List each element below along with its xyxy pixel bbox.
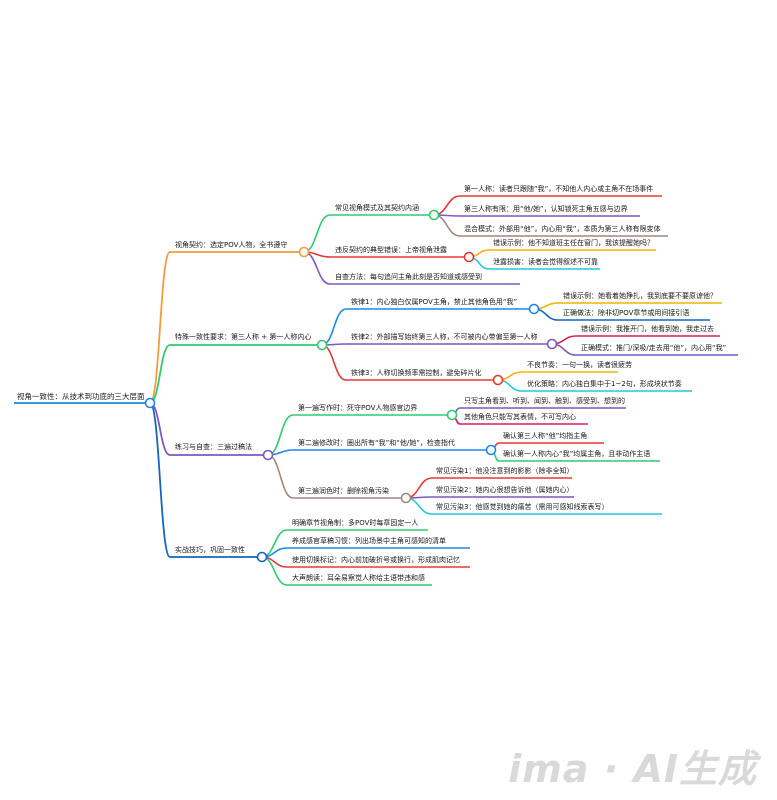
branch-pov-contract[interactable]: 视角契约：选定POV人物，全书遵守	[175, 241, 288, 249]
leaf-rule1-right[interactable]: 正确做法：除非切POV章节或用间接引语	[563, 309, 690, 317]
edge-b2-t2	[267, 454, 294, 499]
leaf-rule3-better[interactable]: 优化策略：内心独白集中于1~2句，形成块状节奏	[527, 380, 682, 388]
edge-root-b3	[149, 402, 171, 558]
topic-rule-3[interactable]: 铁律3：人称切换频率需控制，避免碎片化	[351, 369, 482, 377]
leaf-third-limited[interactable]: 第三人称有限：用“他/她”，认知锁死主角五感与边界	[464, 205, 628, 213]
topic-pass-3[interactable]: 第三遍润色时：删除视角污染	[298, 487, 389, 495]
topic-b1-t2-dot[interactable]	[492, 374, 504, 386]
topic-read-aloud[interactable]: 大声朗读：耳朵易察觉人称给主语带违和感	[292, 574, 425, 582]
branch-special-consistency[interactable]: 特殊一致性要求：第三人称 + 第一人称内心	[175, 333, 312, 341]
branch0-dot[interactable]	[298, 246, 310, 258]
leaf-pass2-he[interactable]: 确认第三人称“他”均指主角	[503, 432, 588, 440]
edge-root-b0	[149, 251, 171, 404]
topic-sensory-draft[interactable]: 养成感官草稿习惯：列出场景中主角可感知的清单	[292, 537, 446, 545]
leaf-pollution-1[interactable]: 常见污染1：他没注意到的影影（除非全知）	[436, 467, 574, 475]
leaf-pollution-3[interactable]: 常见污染3：他感觉到她的痛苦（需用可感知线索表写）	[436, 503, 609, 511]
topic-chapter-pov[interactable]: 明确章节视角制：多POV时每章固定一人	[292, 519, 419, 527]
root-dot[interactable]	[144, 397, 156, 409]
leaf-pass2-i[interactable]: 确认第一人称内心“我”均属主角，且非动作主语	[503, 450, 651, 458]
leaf-mixed-mode[interactable]: 混合模式：外部用“他”，内心用“我”，本质为第三人称有限变体	[464, 225, 661, 233]
leaf-pollution-2[interactable]: 常见污染2：她内心很想告诉他（属她内心）	[436, 486, 574, 494]
topic-b0-t0-dot[interactable]	[428, 209, 440, 221]
edge-b1-t2	[321, 344, 347, 381]
leaf-leak-example[interactable]: 错误示例：他不知道班主任在窗门，我该提醒她吗？	[493, 239, 654, 247]
topic-rule-2[interactable]: 铁律2：外部描写始终第三人称，不可被内心带偏至第一人称	[351, 333, 538, 341]
leaf-first-person[interactable]: 第一人称：读者只跟随“我”，不知他人内心或主角不在场事件	[464, 185, 654, 193]
edge-b1-t0	[321, 308, 347, 346]
topic-pass-2[interactable]: 第二遍修改时：圈出所有“我”和“他/她”，检查指代	[298, 439, 455, 447]
branch2-dot[interactable]	[262, 449, 274, 461]
topic-b0-t1-dot[interactable]	[463, 251, 475, 263]
leaf-rule2-right[interactable]: 正确模式：推门/深吸/走去用“他”，内心用“我”	[581, 344, 727, 352]
leaf-pass1-senses[interactable]: 只写主角看到、听到、闻到、触到、感受到、想到的	[464, 397, 625, 405]
edge-b0-t0	[303, 214, 331, 253]
topic-b2-t0-dot[interactable]	[446, 409, 458, 421]
branch-techniques[interactable]: 实战技巧，巩固一致性	[175, 546, 245, 554]
leaf-rule3-bad[interactable]: 不良节奏：一句一换，读者很疲劳	[527, 361, 632, 369]
topic-b1-t0-dot[interactable]	[528, 303, 540, 315]
topic-b2-t2-dot[interactable]	[400, 492, 412, 504]
root-node[interactable]: 视角一致性：从技术到功底的三大层面	[17, 392, 145, 401]
edge-b2-t0	[267, 414, 294, 456]
branch1-dot[interactable]	[316, 339, 328, 351]
leaf-rule1-wrong[interactable]: 错误示例：她看着她挣扎，我到底要不要原谅他？	[563, 292, 717, 300]
leaf-leak-damage[interactable]: 泄露损害：读者会觉得叙述不可靠	[493, 258, 598, 266]
topic-self-check[interactable]: 自查方法：每句追问主角此刻是否知道或感受到	[335, 273, 482, 281]
topic-rule-1[interactable]: 铁律1：内心独白仅属POV主角，禁止其他角色用“我”	[351, 298, 518, 306]
ai-watermark: ima · AI生成	[508, 747, 757, 791]
topic-b2-t1-dot[interactable]	[485, 444, 497, 456]
topic-god-view-leak[interactable]: 违反契约的典型错误：上帝视角泄露	[335, 246, 447, 254]
branch-practice[interactable]: 练习与自查：三遍过稿法	[175, 443, 252, 451]
topic-b1-t1-dot[interactable]	[546, 338, 558, 350]
branch3-dot[interactable]	[256, 551, 268, 563]
topic-switch-marker[interactable]: 使用切换标记：内心前加破折号或换行，形成肌肉记忆	[292, 556, 460, 564]
topic-pass-1[interactable]: 第一遍写作时：死守POV人物感官边界	[298, 404, 418, 412]
leaf-rule2-wrong[interactable]: 错误示例：我推开门，他看到她，我走过去	[581, 325, 714, 333]
leaf-pass1-others[interactable]: 其他角色只能写其表情，不可写内心	[464, 413, 576, 421]
topic-pov-modes[interactable]: 常见视角模式及其契约内涵	[335, 204, 419, 212]
